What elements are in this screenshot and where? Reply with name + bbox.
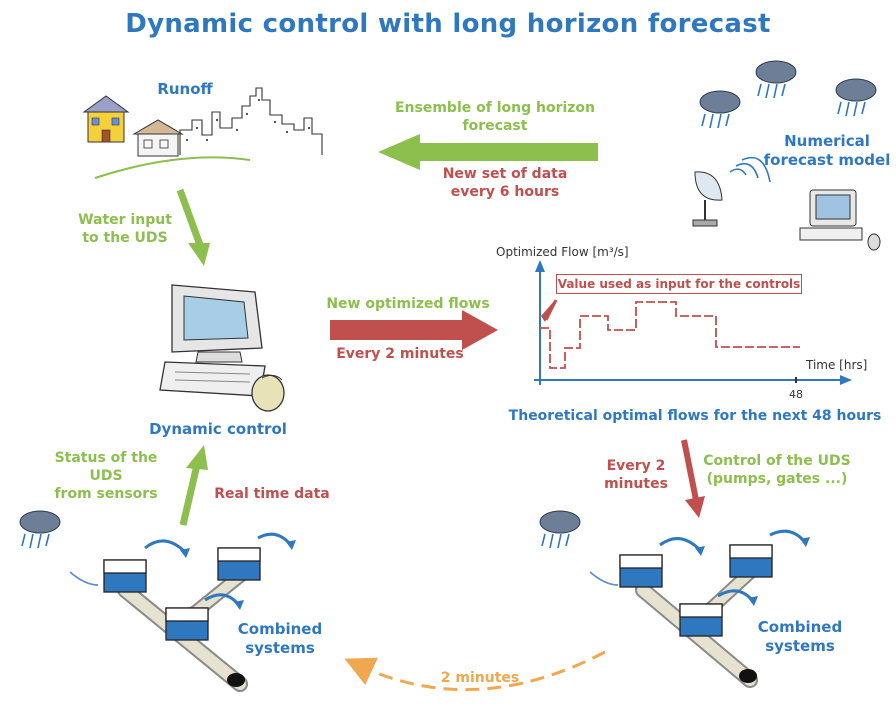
satellite-dish-icon (692, 156, 771, 227)
dynamic-control-label: Dynamic control (149, 420, 287, 438)
optimized-flow-chart (534, 260, 852, 385)
combined-systems-right (539, 510, 810, 688)
new-set-label: New set of data every 6 hours (442, 166, 568, 200)
every-2-minutes-label: Every 2 minutes (336, 346, 464, 362)
control-uds-label: Control of the UDS (pumps, gates ...) (703, 453, 851, 487)
arrow-2-minutes (344, 650, 606, 692)
chart-xlabel: Time [hrs] (806, 358, 868, 372)
arrow-controls (681, 439, 699, 501)
combined-systems-right-label: Combined systems (757, 618, 843, 656)
new-optimized-label: New optimized flows (326, 296, 490, 312)
dynamic-control-computer-icon (159, 284, 285, 412)
arrow-water-input (176, 188, 204, 247)
ensemble-label: Ensemble of long horizon forecast (394, 100, 596, 134)
every-2-minutes-b-label: Every 2 minutes (604, 458, 668, 492)
combined-systems-left (19, 510, 296, 692)
status-label: Status of the UDS from sensors (54, 450, 158, 502)
rain-clouds-forecast (699, 60, 877, 129)
page-title: Dynamic control with long horizon foreca… (125, 9, 771, 39)
two-minutes-label: 2 minutes (440, 670, 520, 686)
arrow-ensemble (378, 134, 598, 170)
forecast-computer-icon (799, 189, 881, 251)
combined-systems-left-label: Combined systems (237, 620, 323, 658)
arrow-new-flows (330, 310, 498, 350)
runoff-illustration (82, 87, 323, 179)
runoff-label: Runoff (157, 80, 213, 98)
flow-step-line (540, 301, 800, 369)
theoretical-label: Theoretical optimal flows for the next 4… (508, 408, 882, 424)
chart-ylabel: Optimized Flow [m³/s] (496, 245, 629, 259)
numerical-forecast-label: Numerical forecast model (763, 132, 891, 170)
arrow-status (179, 464, 201, 526)
water-input-label: Water input to the UDS (78, 212, 172, 246)
tick-48: 48 (789, 388, 803, 401)
real-time-label: Real time data (214, 486, 330, 502)
value-used-box: Value used as input for the controls (556, 274, 802, 294)
